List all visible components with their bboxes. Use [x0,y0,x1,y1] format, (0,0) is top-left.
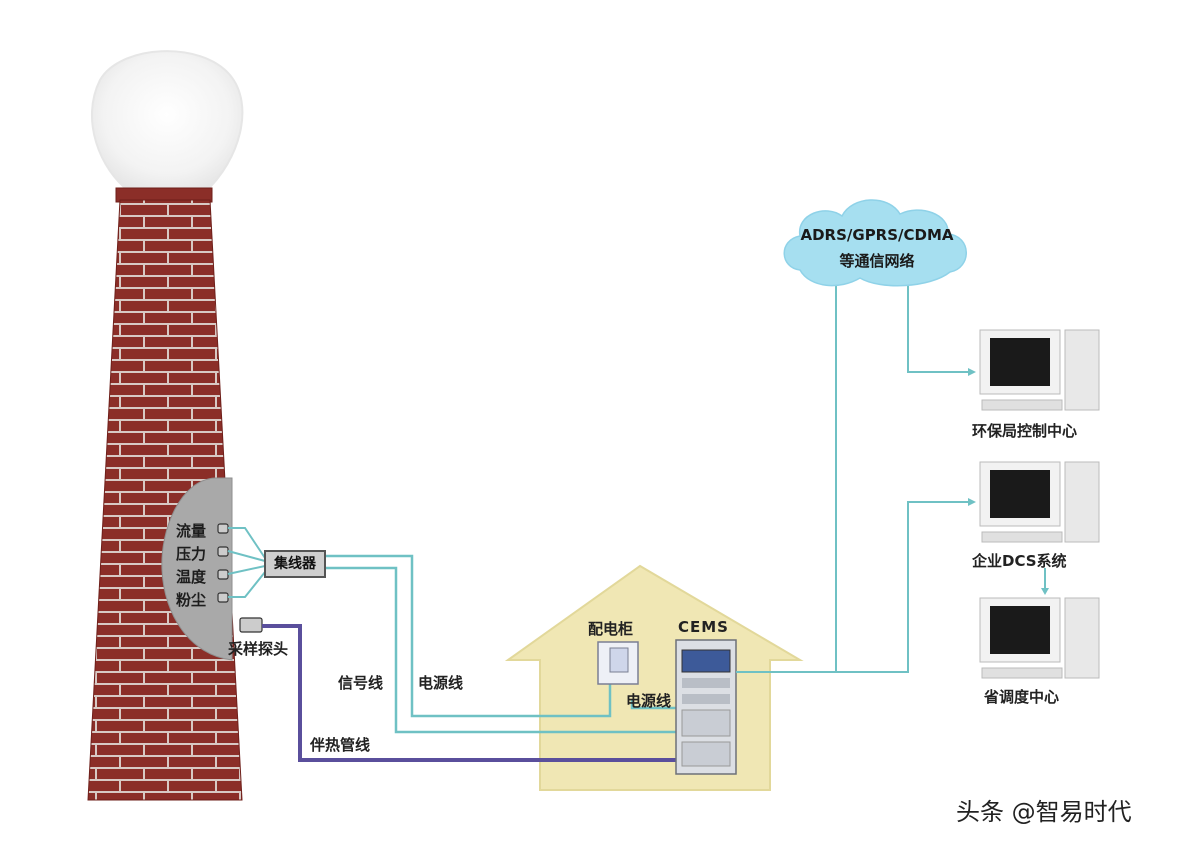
computer-2 [979,461,1100,543]
heat-pipe-label: 伴热管线 [310,736,371,754]
computer-1 [979,329,1100,411]
computer-3 [979,597,1100,679]
sensor-label-flow: 流量 [176,522,207,540]
signal-line [326,566,676,734]
house [504,564,804,791]
power-line-label-2: 电源线 [626,692,672,710]
sensor-connectors [217,523,263,633]
network-lines [736,280,1046,673]
cems-label: CEMS [678,618,729,636]
sensor-label-pressure: 压力 [176,545,207,563]
sampling-disc [161,477,233,661]
network-label-line1: ADRS/GPRS/CDMA [800,226,954,244]
signal-line-label: 信号线 [338,674,384,692]
smoke-plume [91,50,244,193]
hub-label: 集线器 [264,550,326,578]
heat-pipe-line [262,624,676,762]
watermark: 头条 @智易时代 [956,798,1132,826]
power-line-label: 电源线 [418,674,464,692]
cabinet-label: 配电柜 [588,620,634,638]
network-label-line2: 等通信网络 [839,252,915,270]
distribution-cabinet [597,641,639,685]
network-cloud [783,199,967,287]
computer-label-dcs: 企业DCS系统 [972,552,1067,570]
sensor-label-dust: 粉尘 [176,591,207,609]
computer-label-province: 省调度中心 [984,688,1060,706]
cems-cabinet [675,639,737,775]
sensor-lines [227,527,266,598]
probe-label: 采样探头 [228,640,289,658]
computer-label-epb: 环保局控制中心 [972,422,1078,440]
sensor-label-temperature: 温度 [176,568,207,586]
power-line [326,554,676,718]
